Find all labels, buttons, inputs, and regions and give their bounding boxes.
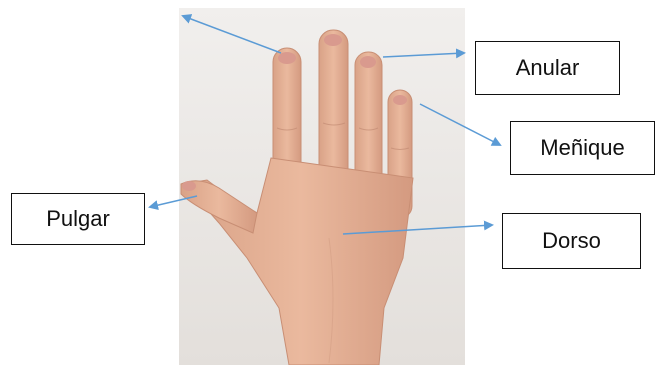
label-menique-text: Meñique [540,135,624,161]
label-pulgar: Pulgar [11,193,145,245]
label-pulgar-text: Pulgar [46,206,110,232]
label-menique: Meñique [510,121,655,175]
label-anular-text: Anular [516,55,580,81]
label-dorso-text: Dorso [542,228,601,254]
label-anular: Anular [475,41,620,95]
hand-photo [179,8,465,365]
label-dorso: Dorso [502,213,641,269]
